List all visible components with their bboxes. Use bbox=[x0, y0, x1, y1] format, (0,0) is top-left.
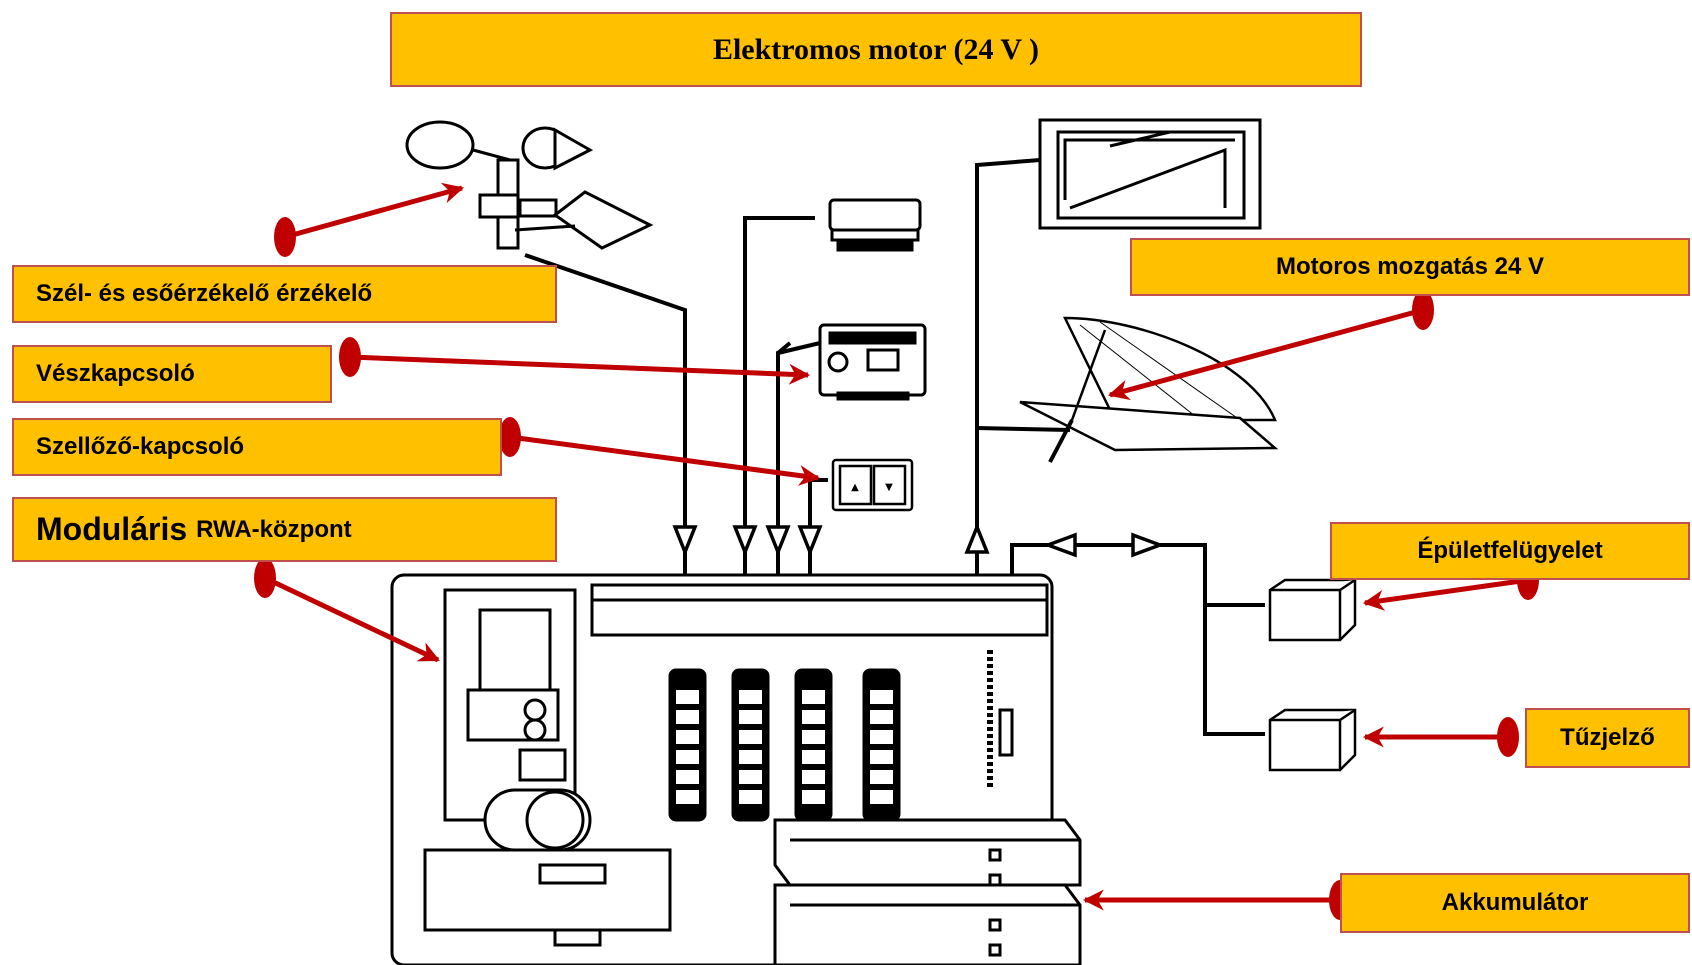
smoke-detector-icon bbox=[828, 198, 922, 252]
label-central-unit-sub: RWA-központ bbox=[196, 515, 352, 543]
building-monitor-icon bbox=[1268, 578, 1357, 642]
label-central-unit-main: Moduláris bbox=[36, 511, 188, 547]
svg-text:▼: ▼ bbox=[885, 482, 893, 493]
label-fire-detector: Tűzjelző bbox=[1525, 708, 1690, 768]
input-arrowheads bbox=[672, 522, 1166, 558]
fire-detector-icon bbox=[1268, 708, 1357, 772]
skylight-icon bbox=[1019, 316, 1279, 463]
label-emergency-switch: Vészkapcsoló bbox=[12, 345, 332, 403]
label-building-supervision: Épületfelügyelet bbox=[1330, 522, 1690, 580]
diagram-title: Elektromos motor (24 V ) bbox=[390, 12, 1362, 87]
label-battery: Akkumulátor bbox=[1340, 873, 1690, 933]
label-wind-rain-sensor: Szél- és esőérzékelő érzékelő bbox=[12, 265, 557, 323]
label-central-unit: Moduláris RWA-központ bbox=[12, 497, 557, 562]
battery-icon bbox=[773, 818, 1082, 965]
vent-switch-icon: ▲ ▼ bbox=[831, 458, 914, 512]
label-motor-drive: Motoros mozgatás 24 V bbox=[1130, 238, 1690, 296]
svg-text:▲: ▲ bbox=[851, 482, 859, 493]
emergency-switch-icon bbox=[818, 323, 927, 401]
window-icon bbox=[1038, 118, 1262, 230]
anemometer-icon bbox=[405, 120, 654, 250]
pointer-arrows bbox=[263, 182, 1529, 911]
label-ventilation-switch: Szellőző-kapcsoló bbox=[12, 418, 502, 476]
